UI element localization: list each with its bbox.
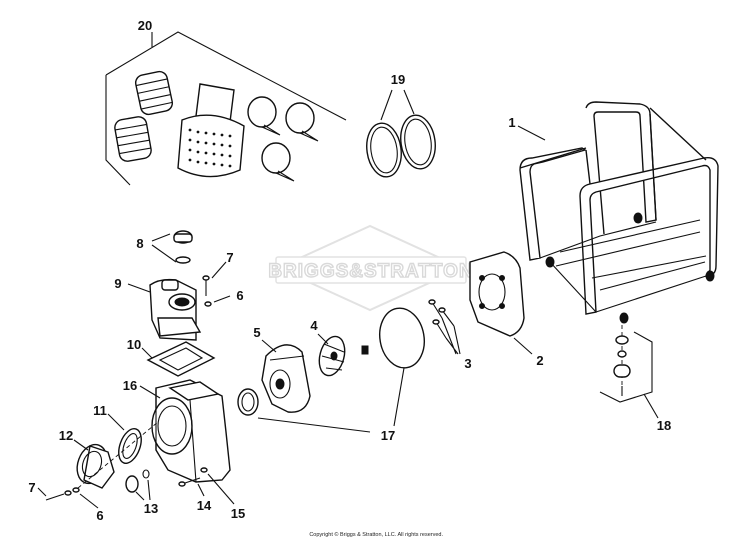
front-cover-12 <box>73 439 115 489</box>
callout-8: 8 <box>136 236 143 251</box>
callout-7-upper: 7 <box>226 250 233 265</box>
mounting-plate-2 <box>469 251 533 355</box>
callout-5: 5 <box>253 325 260 340</box>
pump-frame <box>517 101 719 324</box>
volute-5 <box>261 339 311 413</box>
shaft-spacer <box>361 345 369 355</box>
assembly-line-front <box>77 421 159 489</box>
fill-cap-8 <box>151 230 193 264</box>
hose-clamp-3 <box>261 142 295 182</box>
mount-kit-18 <box>599 325 659 419</box>
seal-gasket-17 <box>237 307 425 433</box>
bolt-14 <box>178 477 205 497</box>
callout-12: 12 <box>59 428 73 443</box>
callout-1: 1 <box>508 115 515 130</box>
callout-17: 17 <box>381 428 395 443</box>
hose-clamp-2 <box>285 102 319 142</box>
callout-9: 9 <box>114 276 121 291</box>
cover-gasket-11 <box>107 413 142 464</box>
watermark-text: BRIGGS&STRATTON <box>268 261 473 282</box>
callout-15: 15 <box>231 506 245 521</box>
bolts-3 <box>428 299 461 355</box>
bolt-7-upper <box>202 261 227 296</box>
washer-6-upper <box>204 295 231 307</box>
pump-housing-16 <box>139 379 231 483</box>
hose-adapter-upper <box>134 70 174 116</box>
callout-10: 10 <box>127 337 141 352</box>
kit-bracket-20 <box>105 31 347 186</box>
suction-strainer <box>177 83 245 178</box>
outlet-gasket-10 <box>141 341 216 377</box>
callout-6-upper: 6 <box>236 288 243 303</box>
callout-19: 19 <box>391 72 405 87</box>
callout-16: 16 <box>123 378 137 393</box>
callout-2: 2 <box>536 353 543 368</box>
callout-labels: 20 19 1 8 7 9 6 5 4 3 2 10 16 11 12 17 1… <box>28 18 671 523</box>
discharge-outlet-9 <box>127 278 202 341</box>
callout-6-lower: 6 <box>96 508 103 523</box>
washer-6-lower <box>72 487 99 509</box>
callout-13: 13 <box>144 501 158 516</box>
hose-clamp-1 <box>247 96 281 136</box>
bolt-7-lower <box>37 487 72 501</box>
copyright-notice: Copyright © Briggs & Stratton, LLC. All … <box>309 531 443 538</box>
washer-15 <box>200 467 235 505</box>
callout-4: 4 <box>310 318 318 333</box>
callout-18: 18 <box>657 418 671 433</box>
brand-watermark: BRIGGS&STRATTON <box>268 224 473 312</box>
callout-14: 14 <box>197 498 212 513</box>
callout-7-lower: 7 <box>28 480 35 495</box>
callout-20: 20 <box>138 18 152 33</box>
gasket-rings-19 <box>366 89 436 178</box>
impeller-4 <box>317 333 346 377</box>
hose-adapter-lower <box>114 116 152 162</box>
callout-3: 3 <box>464 356 471 371</box>
callout-11: 11 <box>93 403 107 418</box>
drain-plug-13 <box>125 469 151 501</box>
